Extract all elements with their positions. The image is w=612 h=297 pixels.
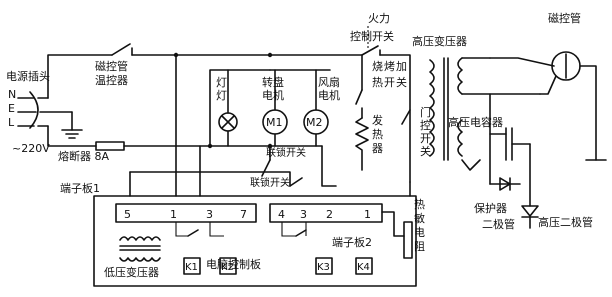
hv-capacitor-label: 高压电容器 — [448, 115, 503, 129]
hv-diode-label: 高压二极管 — [538, 215, 593, 229]
fuse-8a: 熔断器 8A — [58, 141, 125, 163]
turntable-label-1: 转盘 — [262, 75, 284, 89]
thermistor-label-4: 阻 — [414, 240, 425, 253]
fan-label-1: 风扇 — [318, 75, 340, 89]
k3-label: K3 — [317, 262, 330, 273]
grill-label-2: 烤 — [384, 59, 395, 73]
hv-capacitor: 高压电容器 — [448, 93, 531, 185]
terminal-2-label: 端子板2 — [332, 235, 372, 249]
t1-pin-3: 3 — [206, 208, 213, 221]
thermistor-label-2: 敏 — [414, 211, 425, 225]
hv-transformer: 高压变压器 — [412, 34, 541, 161]
power-plug: 电源插头 N E L ~220V — [6, 69, 73, 155]
ground-symbol — [61, 111, 83, 139]
lamp-label-2: 灯 — [216, 89, 227, 102]
thermistor-label-1: 热 — [414, 198, 425, 211]
t2-pin-3: 3 — [300, 208, 307, 221]
t1-pin-5: 5 — [124, 208, 131, 221]
door-switch-label-2: 控 — [420, 118, 431, 132]
power-switch-label-1: 火力 — [368, 12, 390, 25]
turntable-motor-m1: M1 转盘 电机 — [262, 69, 288, 147]
lamp: 灯 灯 — [209, 69, 271, 147]
interlock-switch-b: 联锁开关 — [250, 176, 303, 189]
grill-label-3: 加 — [396, 60, 407, 73]
grill-label-5: 开 — [384, 76, 395, 89]
lamp-label-1: 灯 — [216, 76, 227, 89]
k2-label: K2 — [221, 262, 234, 273]
door-switch-label-4: 关 — [420, 144, 431, 158]
door-switch: 门 控 开 关 — [401, 105, 431, 158]
heater-label-2: 热 — [372, 128, 383, 141]
k4-label: K4 — [357, 262, 370, 273]
plug-l-label: L — [8, 116, 15, 129]
terminal-board-2: 端子板2 4 3 2 1 — [269, 203, 383, 249]
fan-motor-m2: M2 风扇 电机 — [269, 69, 340, 147]
terminal-board-1: 端子板1 5 1 3 7 — [60, 181, 257, 223]
m1-label: M1 — [266, 116, 283, 129]
thermostat-label-2: 温控器 — [95, 73, 128, 87]
relay-k1: K1 — [183, 257, 201, 275]
grill-label-1: 烧 — [372, 60, 383, 73]
thermostat-label-1: 磁控管 — [95, 59, 128, 73]
grill-label-4: 热 — [372, 76, 383, 89]
hv-diode: 高压二极管 — [521, 143, 593, 229]
power-switch-label-2: 控制开关 — [350, 29, 394, 43]
terminal-1-label: 端子板1 — [60, 181, 100, 195]
interlock-b-label: 联锁开关 — [250, 176, 290, 189]
heater-label-1: 发 — [372, 113, 383, 127]
magnetron-thermostat: 磁控管 温控器 — [95, 43, 133, 87]
protector-label-1: 保护器 — [474, 201, 507, 215]
k1-label: K1 — [185, 262, 198, 273]
protector-diode: 保护器 二极管 — [474, 177, 521, 231]
power-control-switch: 火力 控制开关 — [350, 12, 394, 56]
m2-label: M2 — [306, 116, 323, 129]
fan-label-2: 电机 — [318, 88, 340, 102]
relay-k2: K2 — [219, 257, 237, 275]
t1-pin-1: 1 — [170, 208, 177, 221]
magnetron-label: 磁控管 — [548, 11, 581, 25]
magnetron: 磁控管 — [489, 11, 607, 161]
thermistor-label-3: 电 — [414, 226, 425, 239]
interlock-switch-a: 联锁开关 — [261, 145, 306, 177]
t1-pin-7: 7 — [240, 208, 247, 221]
plug-e-label: E — [8, 102, 15, 115]
grill-label-6: 关 — [396, 75, 407, 89]
turntable-label-2: 电机 — [262, 88, 284, 102]
thermistor: 热 敏 电 阻 — [381, 198, 425, 259]
heater: 发 热 器 — [355, 113, 383, 171]
power-plug-label: 电源插头 — [6, 69, 50, 83]
relay-k3: K3 — [315, 257, 333, 275]
grill-heat-switch: 烧 烤 加 热 开 关 — [355, 54, 407, 119]
lv-transformer: 低压变压器 — [104, 236, 161, 279]
voltage-label: ~220V — [12, 142, 50, 155]
hv-transformer-label: 高压变压器 — [412, 34, 467, 48]
t2-pin-4: 4 — [278, 208, 285, 221]
lv-transformer-label: 低压变压器 — [104, 265, 159, 279]
door-switch-label-1: 门 — [420, 105, 431, 119]
t2-pin-1: 1 — [364, 208, 371, 221]
t2-pin-2: 2 — [326, 208, 333, 221]
plug-n-label: N — [8, 88, 16, 101]
interlock-a-label: 联锁开关 — [266, 146, 306, 159]
fuse-label: 熔断器 8A — [58, 149, 109, 163]
protector-label-2: 二极管 — [482, 217, 515, 231]
door-switch-label-3: 开 — [420, 132, 431, 145]
heater-label-3: 器 — [372, 142, 383, 155]
relay-k4: K4 — [355, 257, 373, 275]
